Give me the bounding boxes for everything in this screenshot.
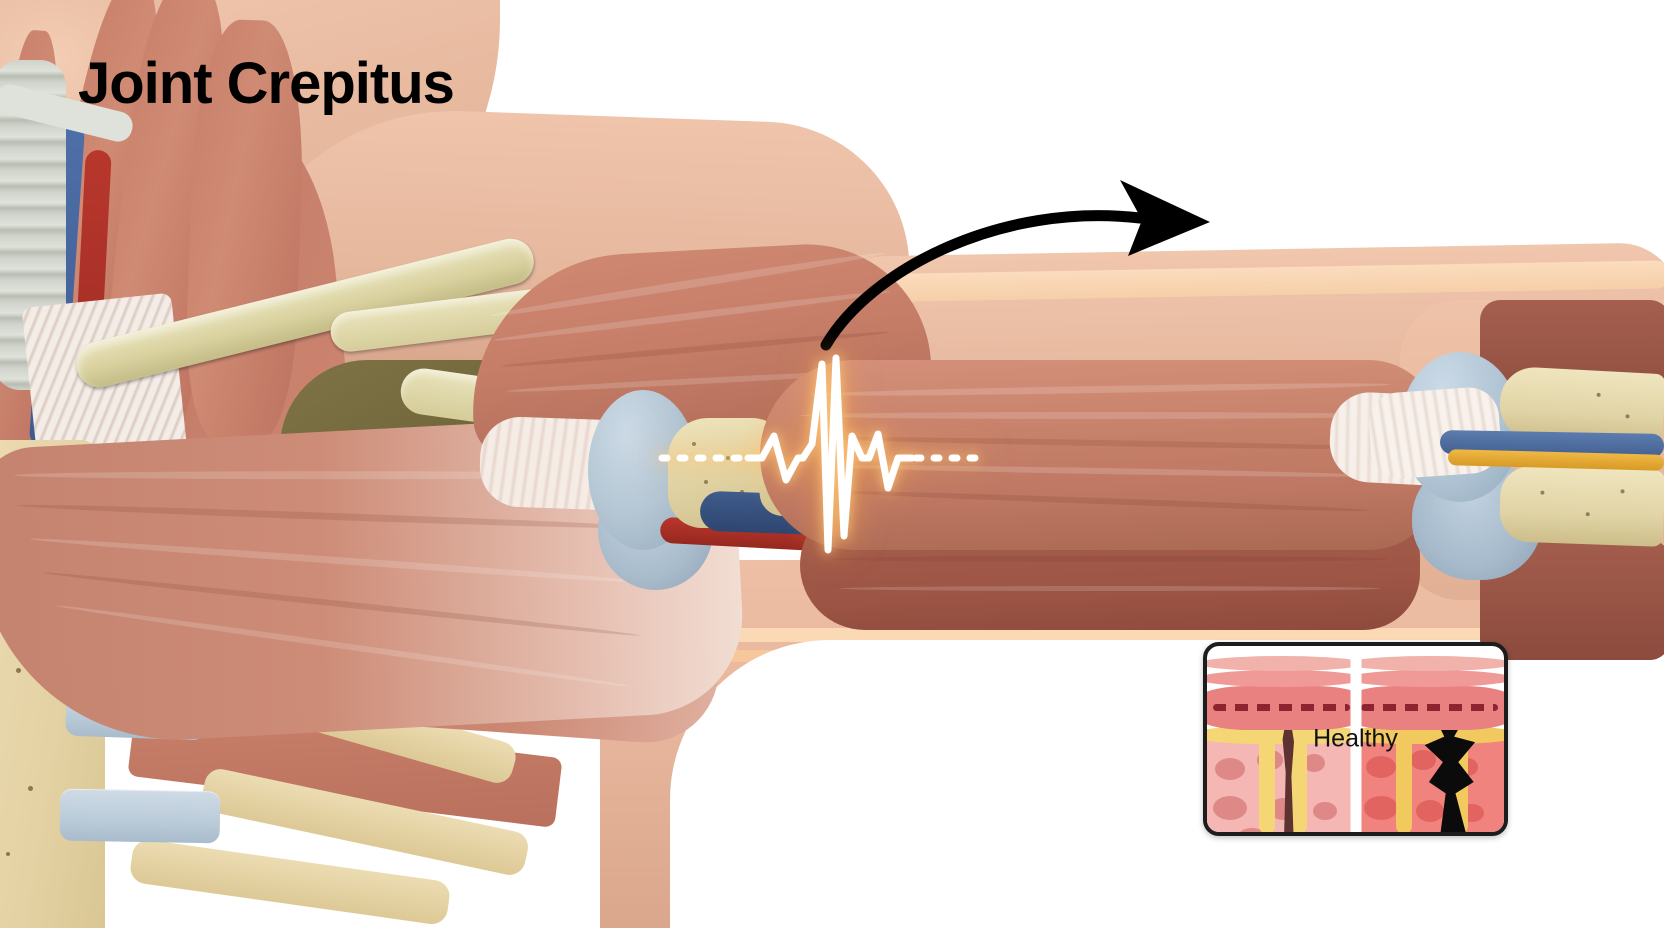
motion-arrow [820, 180, 1210, 351]
ulna-bone [1498, 465, 1664, 547]
crepitus-waveform [658, 354, 990, 554]
inset-healthy-panel [1207, 646, 1356, 832]
costal-cartilage [59, 788, 221, 844]
subcutaneous-fat-layer [656, 628, 1664, 642]
cartilage-comparison-inset[interactable]: Healthy [1203, 642, 1508, 836]
inset-label: Healthy [1313, 724, 1398, 753]
background-cutout [670, 640, 1664, 928]
page-title: Joint Crepitus [78, 51, 455, 116]
inset-damaged-panel [1355, 646, 1504, 832]
healthy-fissure [1282, 706, 1295, 832]
inset-divider [1350, 646, 1361, 832]
